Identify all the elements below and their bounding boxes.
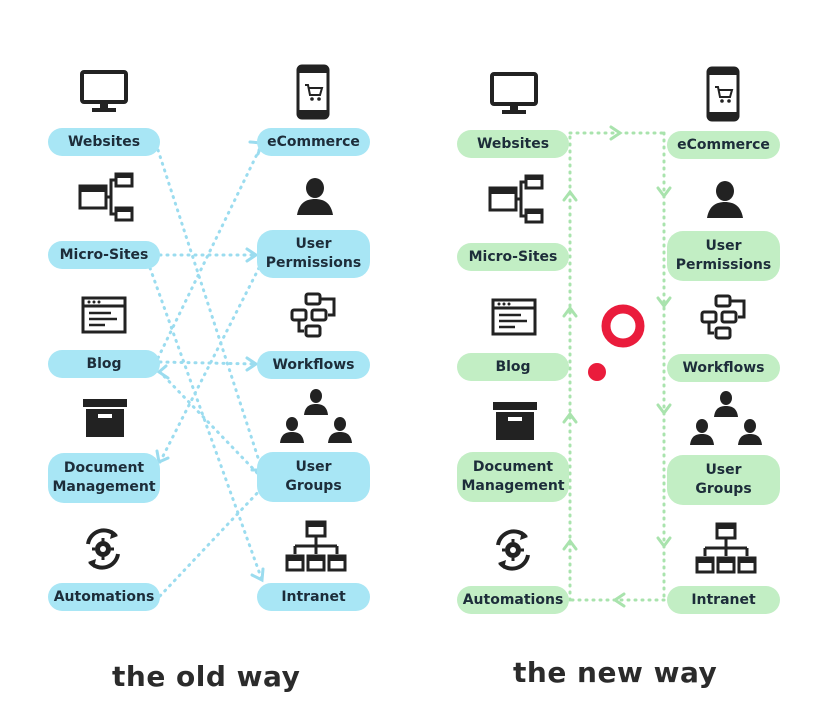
old-left-pill-websites: Websites bbox=[48, 128, 160, 156]
brand-logo-icon bbox=[588, 304, 645, 381]
old-way-connectors bbox=[148, 142, 264, 598]
new-left-pill-micro-sites: Micro-Sites bbox=[457, 243, 569, 271]
old-left-pill-automations: Automations bbox=[48, 583, 160, 611]
logo-dot bbox=[588, 363, 606, 381]
user-icon bbox=[707, 181, 743, 218]
new-right-pill-ecommerce: eCommerce bbox=[667, 131, 780, 159]
arrowhead-top bbox=[609, 125, 623, 141]
arrowhead-right-2 bbox=[656, 296, 672, 309]
new-right-pill-workflows: Workflows bbox=[667, 354, 780, 382]
connector-blog-ecommerce bbox=[156, 142, 264, 360]
org-chart-icon bbox=[285, 520, 347, 572]
sitemap-icon bbox=[78, 172, 134, 222]
new-right-pill-user-permissions: User Permissions bbox=[667, 231, 780, 281]
arrowhead-permissions bbox=[245, 247, 259, 263]
arrowhead-bottom bbox=[612, 592, 626, 608]
new-way-caption: the new way bbox=[513, 656, 718, 689]
arrowhead-workflows bbox=[245, 356, 259, 372]
old-right-pill-intranet: Intranet bbox=[257, 583, 370, 611]
gear-refresh-icon bbox=[496, 529, 530, 571]
new-left-pill-blog: Blog bbox=[457, 353, 569, 381]
user-group-icon bbox=[690, 391, 762, 445]
arrowhead-right-4 bbox=[656, 536, 672, 549]
archive-box-icon bbox=[493, 402, 537, 440]
workflow-icon bbox=[700, 294, 746, 340]
connector-automations-groups bbox=[158, 486, 264, 598]
old-left-pill-document-management: Document Management bbox=[48, 453, 160, 503]
new-left-pill-websites: Websites bbox=[457, 130, 569, 158]
new-right-pill-user-groups: User Groups bbox=[667, 455, 780, 505]
mobile-cart-icon bbox=[296, 64, 330, 120]
connector-blog-workflows bbox=[158, 360, 257, 366]
arrowhead-right-1 bbox=[656, 186, 672, 199]
arrowhead-left-3 bbox=[562, 305, 578, 318]
old-left-pill-micro-sites: Micro-Sites bbox=[48, 241, 160, 269]
browser-window-icon bbox=[81, 296, 127, 334]
arrowhead-docmgmt bbox=[155, 449, 170, 465]
mobile-cart-icon bbox=[706, 66, 740, 122]
connector-docmgmt-permissions bbox=[158, 260, 264, 464]
old-right-pill-user-permissions: User Permissions bbox=[257, 230, 370, 278]
old-right-pill-ecommerce: eCommerce bbox=[257, 128, 370, 156]
new-right-pill-intranet: Intranet bbox=[667, 586, 780, 614]
arrowhead-left-4 bbox=[562, 189, 578, 202]
new-left-pill-document-management: Document Management bbox=[457, 452, 569, 502]
archive-box-icon bbox=[83, 399, 127, 437]
old-left-pill-blog: Blog bbox=[48, 350, 160, 378]
old-way-caption: the old way bbox=[112, 660, 301, 693]
logo-ring bbox=[601, 304, 645, 348]
org-chart-icon bbox=[695, 522, 757, 574]
user-group-icon bbox=[280, 389, 352, 443]
arrowhead-left-1 bbox=[562, 538, 578, 551]
browser-window-icon bbox=[491, 298, 537, 336]
arrowhead-blog bbox=[156, 364, 170, 380]
old-right-pill-user-groups: User Groups bbox=[257, 452, 370, 502]
connector-websites-groups bbox=[156, 148, 264, 472]
arrowhead-right-3 bbox=[656, 403, 672, 416]
monitor-icon bbox=[490, 72, 538, 114]
monitor-icon bbox=[80, 70, 128, 112]
arrowhead-intranet bbox=[250, 567, 265, 583]
new-way-connectors bbox=[568, 131, 666, 602]
gear-refresh-icon bbox=[86, 528, 120, 570]
connector-microsites-intranet bbox=[148, 266, 264, 582]
new-left-pill-automations: Automations bbox=[457, 586, 569, 614]
arrowhead-left-2 bbox=[562, 411, 578, 424]
sitemap-icon bbox=[488, 174, 544, 224]
user-icon bbox=[297, 178, 333, 215]
new-way-arrowheads bbox=[562, 125, 672, 608]
old-right-pill-workflows: Workflows bbox=[257, 351, 370, 379]
workflow-icon bbox=[290, 292, 336, 338]
